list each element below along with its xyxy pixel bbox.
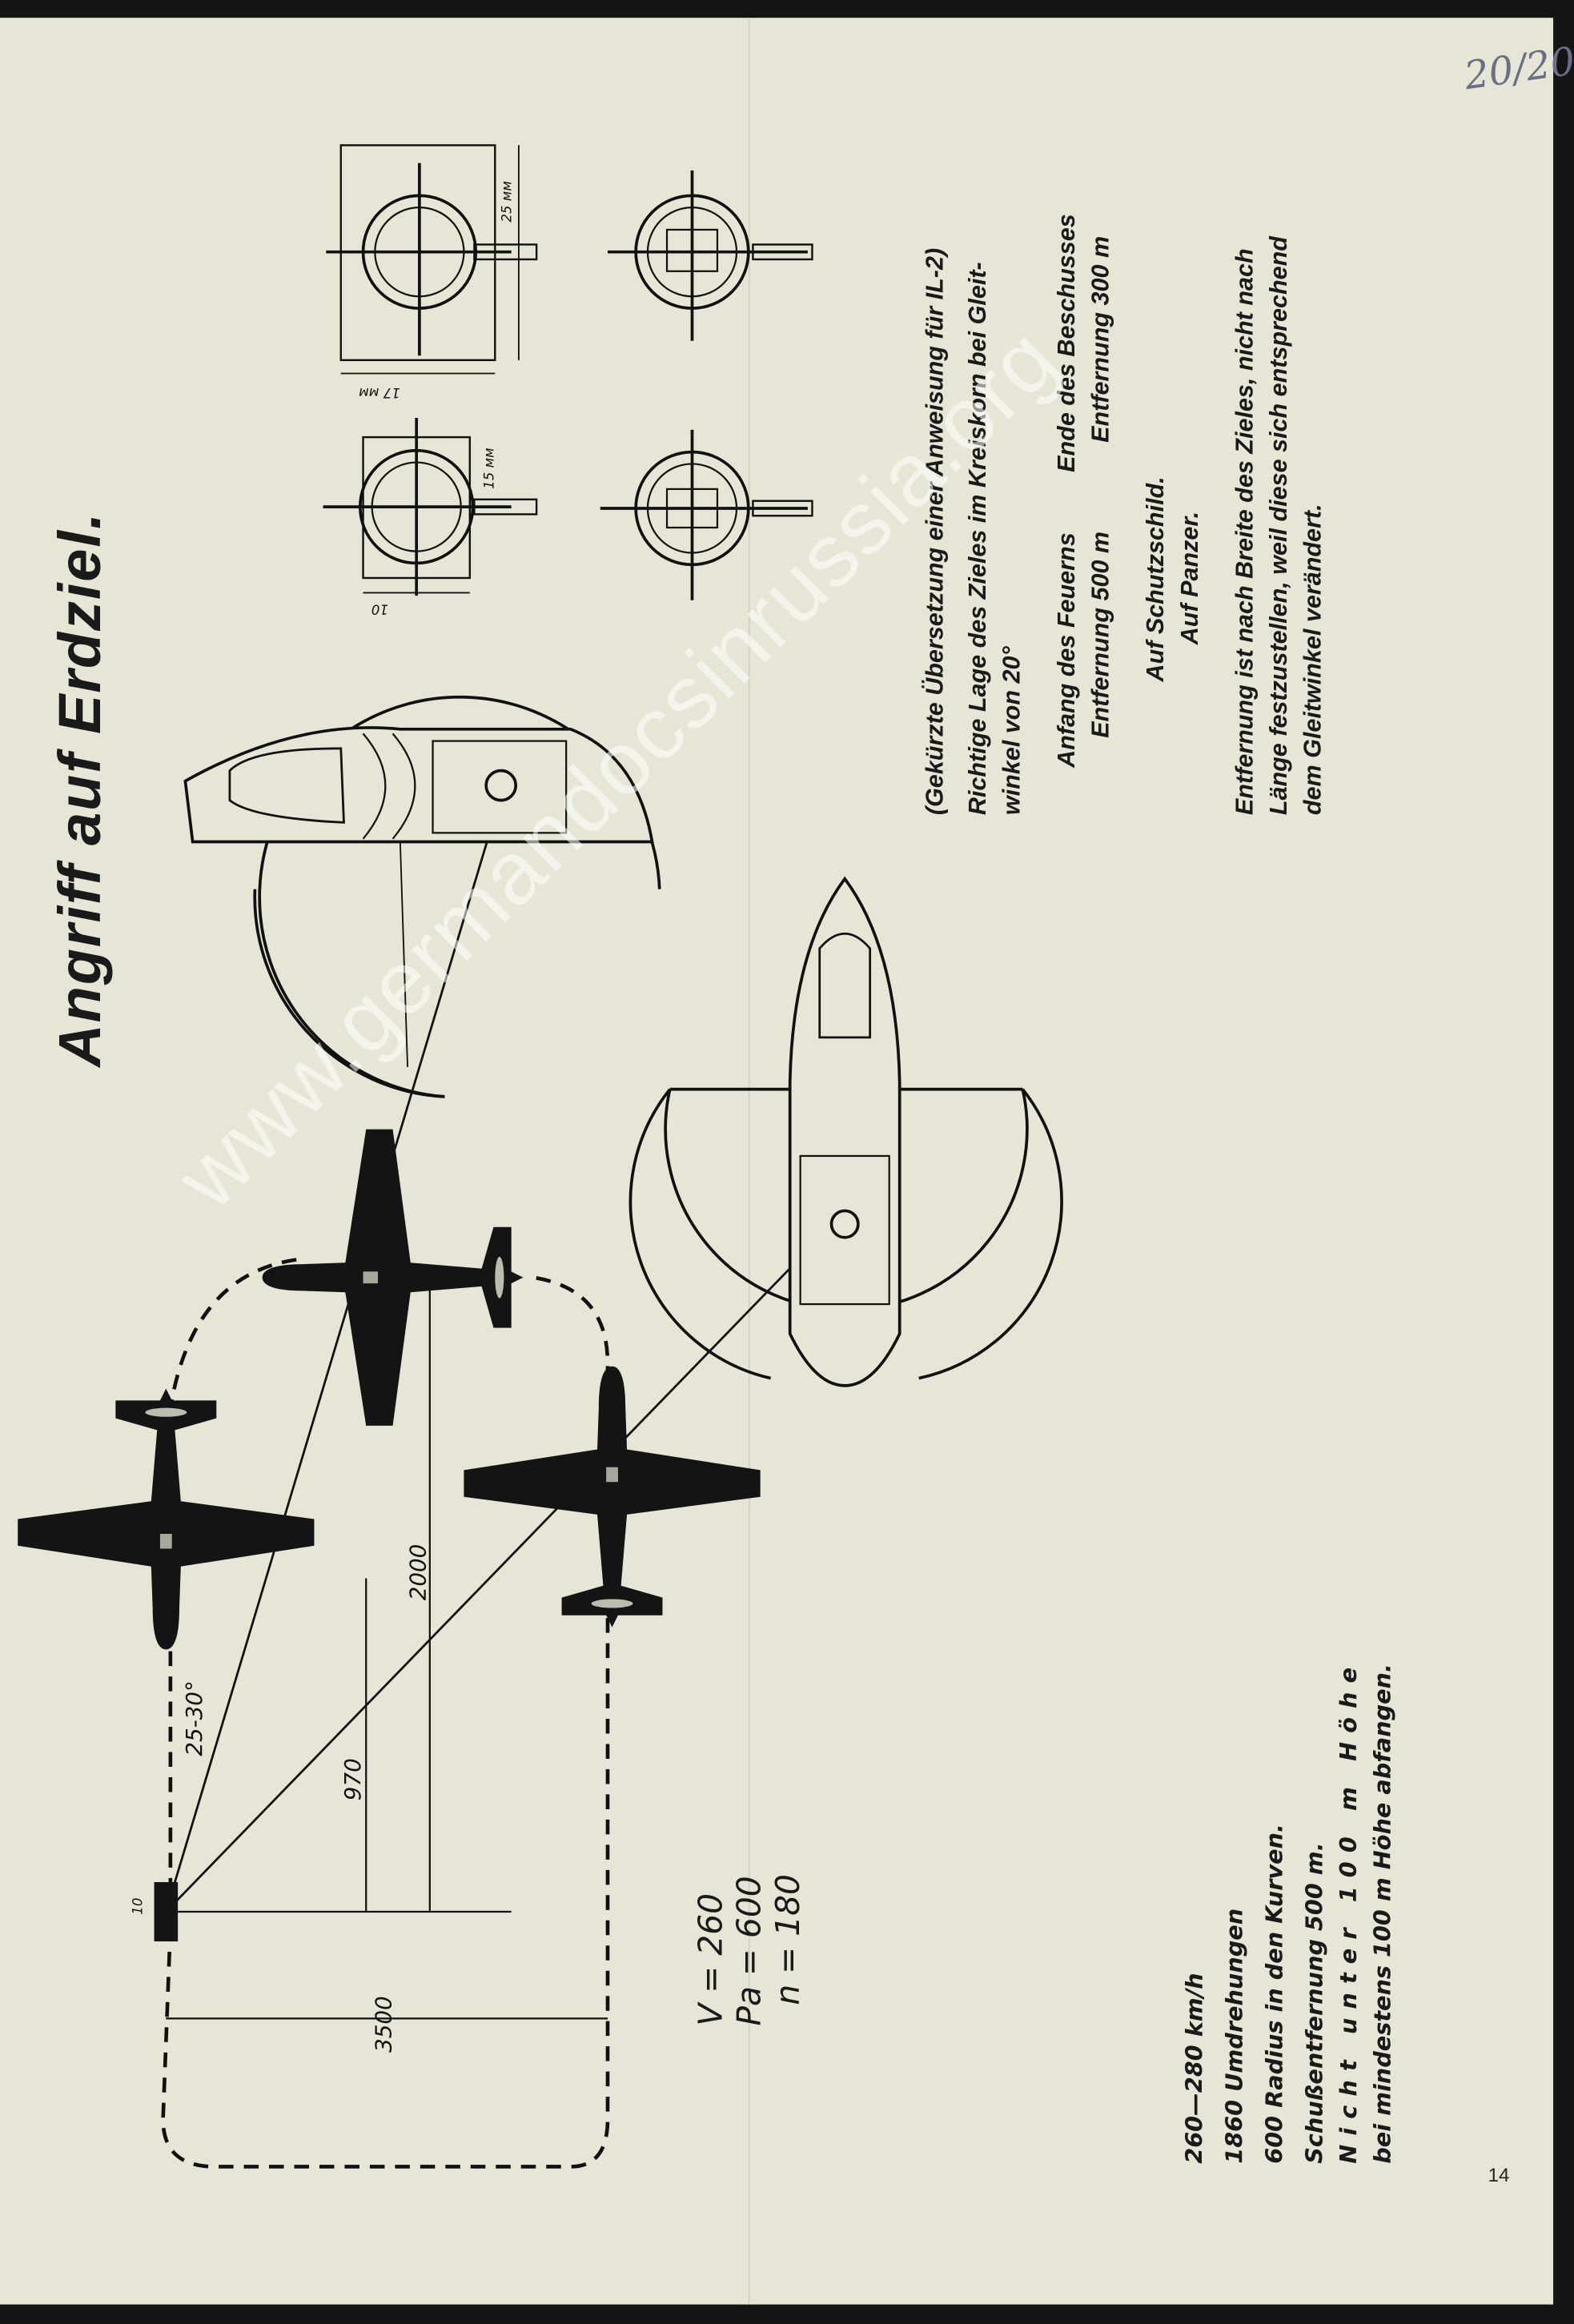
spec-range: Schußentfernung 500 m. [1301, 1842, 1328, 2164]
plane-silhouette-2 [18, 1388, 315, 1650]
ground-target [154, 1882, 179, 1942]
page-fold [748, 18, 750, 2305]
spec-radius: 600 Radius in den Kurven. [1261, 1824, 1288, 2164]
sight-line-1 [165, 785, 505, 1913]
dim-3500-label: 3500 [371, 1996, 397, 2053]
spec-min-altitude: Nicht unter 100 m Höhe [1335, 1658, 1363, 2164]
flight-path [161, 1258, 610, 2169]
dim-970-label: 970 [339, 1758, 366, 1800]
plane-silhouette-1 [262, 1129, 524, 1426]
dim-2000-label: 2000 [404, 1544, 431, 1601]
sight-17mm-label: 17 мм [359, 385, 400, 400]
fire-start-label: Anfang des Feuerns [1054, 532, 1081, 768]
plane-silhouette-3 [464, 1366, 761, 1628]
note-range-2: Länge festzustellen, weil diese sich ent… [1265, 236, 1293, 816]
paper-sheet [0, 18, 1554, 2305]
note-shield: Auf Schutzschild. [1142, 476, 1170, 682]
spec-pullout: bei mindestens 100 m Höhe abfangen. [1369, 1664, 1396, 2164]
attack-specs: 260—280 km/h 1860 Umdrehungen 600 Radius… [1178, 1658, 1401, 2164]
flight-parameters: V = 260 Pa = 600 n = 180 [693, 1848, 818, 2025]
spec-rpm: 1860 Umdrehungen [1221, 1908, 1248, 2164]
reflector-sight-diagrams [323, 144, 813, 600]
sight-10-label: 10 [371, 601, 388, 616]
sight-15mm-label: 15 мм [481, 448, 496, 489]
sight-25mm-label: 25 мм [500, 181, 515, 223]
spec-speed: 260—280 km/h [1181, 1973, 1208, 2164]
sight-view-tank [628, 876, 1063, 1387]
page-number: 14 [1488, 2163, 1510, 2186]
handwritten-mark: 20/20 [1461, 39, 1574, 100]
note-range-1: Entfernung ist nach Breite des Zieles, n… [1231, 248, 1259, 816]
angle-label: 25-30° [181, 1680, 207, 1756]
fire-end-distance: Entfernung 300 m [1087, 235, 1115, 443]
sight-view-shield [183, 695, 661, 1098]
fire-start-distance: Entfernung 500 m [1087, 531, 1115, 738]
instruction-notes: (Gekürzte Übersetzung einer Anweisung fü… [919, 163, 1334, 816]
sight-line-2 [165, 1226, 831, 1913]
fire-end-label: Ende des Beschusses [1054, 214, 1081, 472]
page-title: Angriff auf Erdziel. [48, 511, 114, 1067]
param-n: n = 180 [770, 1874, 808, 2005]
note-line2: winkel von 20° [998, 646, 1026, 816]
note-tank: Auf Panzer. [1176, 511, 1204, 645]
note-range-3: dem Gleitwinkel verändert. [1299, 504, 1327, 816]
target-size-label: 10 [130, 1898, 146, 1915]
param-v: V = 260 [693, 1893, 731, 2026]
param-pa: Pa = 600 [732, 1876, 769, 2026]
